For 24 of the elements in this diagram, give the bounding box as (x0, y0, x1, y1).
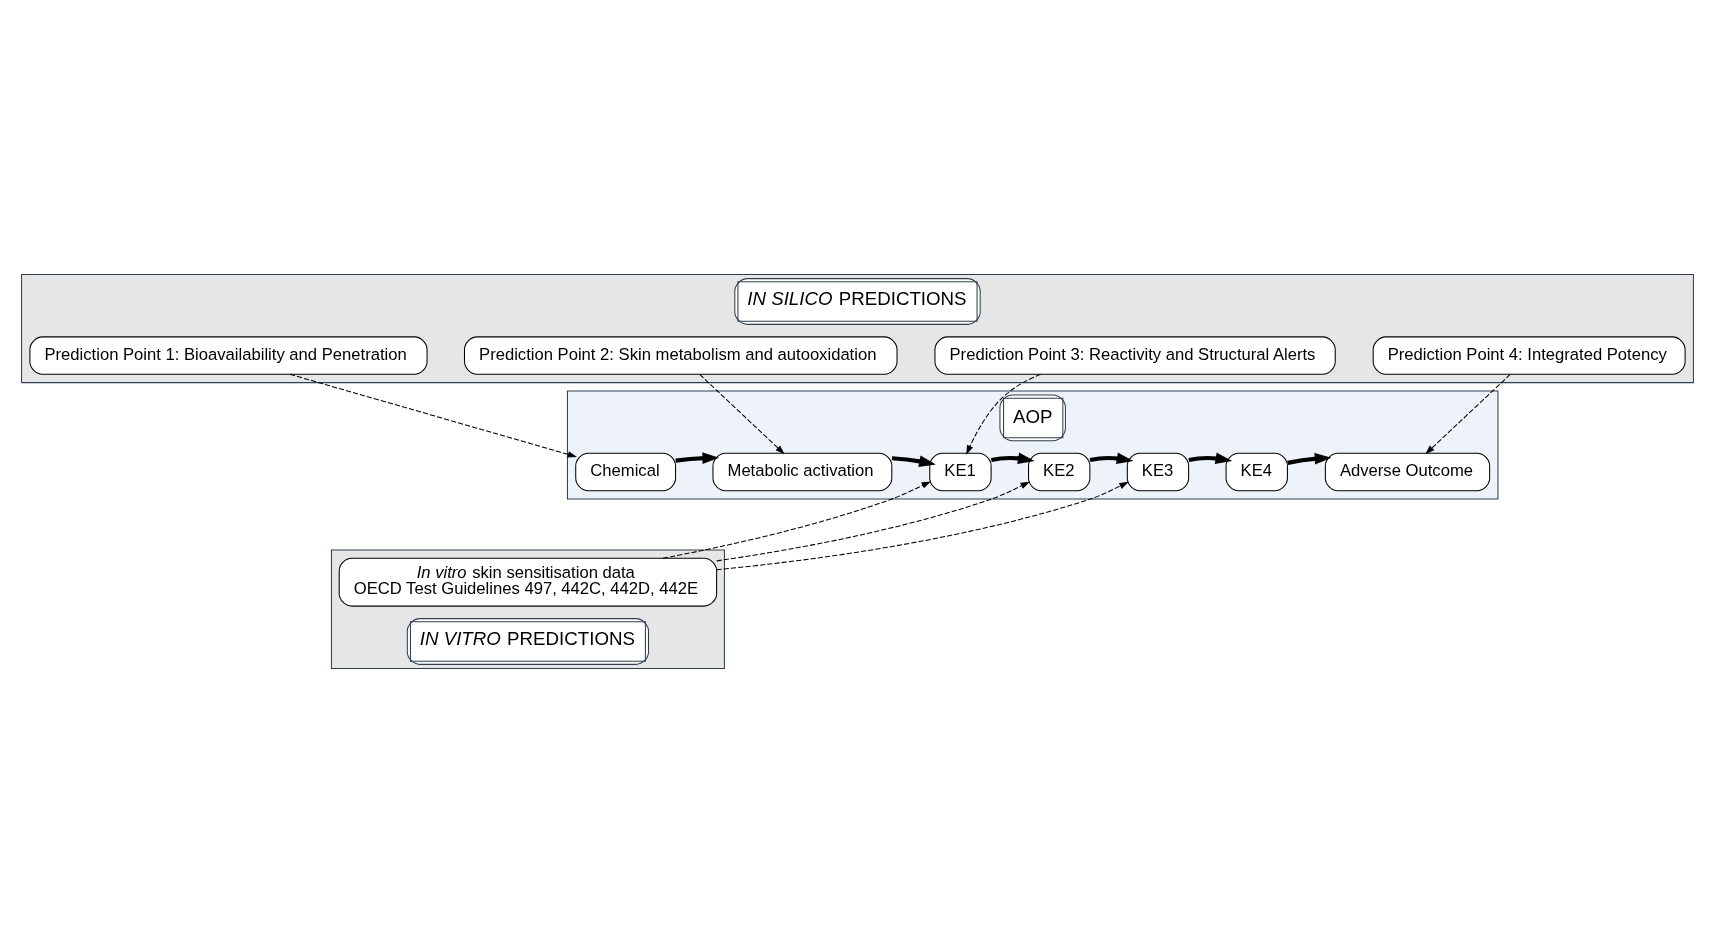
arrow (662, 480, 931, 559)
arrow (675, 451, 720, 464)
node-box: KE2 (1028, 452, 1091, 491)
node-box: Adverse Outcome (1324, 452, 1491, 491)
node-box: Prediction Point 2: Skin metabolism and autooxidation (463, 335, 898, 375)
arrow (966, 373, 1042, 455)
arrow (289, 373, 578, 458)
arrow (990, 452, 1035, 464)
arrow (1089, 452, 1134, 464)
node-box: KE3 (1126, 452, 1190, 491)
node-box: Chemical (575, 452, 677, 491)
node-box: KE1 (929, 452, 992, 491)
node-box: Prediction Point 4: Integrated Potency (1372, 335, 1686, 375)
arrow (1188, 452, 1233, 464)
arrow (716, 481, 1129, 570)
node-box: Prediction Point 3: Reactivity and Structural Alerts (934, 335, 1336, 375)
arrow (716, 481, 1030, 561)
node-box: Prediction Point 1: Bioavailability and Penetration (29, 335, 428, 375)
arrow (1287, 452, 1332, 465)
arrow (891, 454, 936, 467)
arrow (699, 373, 785, 454)
node-box: KE4 (1225, 452, 1288, 491)
node-box: In vitro skin sensitisation data OECD Test Guidelines 497, 442C, 442D, 442E (338, 557, 718, 607)
node-box: Metabolic activation (712, 452, 893, 491)
